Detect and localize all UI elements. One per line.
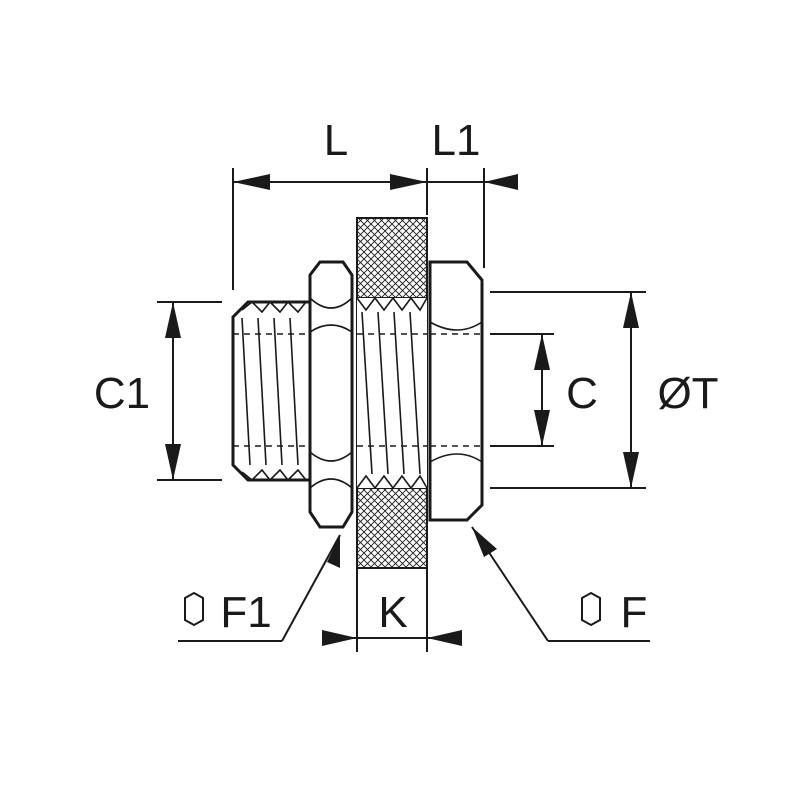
dimension-l: L bbox=[232, 116, 428, 290]
label-c: C bbox=[566, 369, 598, 418]
label-f: F bbox=[621, 588, 648, 637]
dimension-c1: C1 bbox=[94, 301, 222, 481]
label-f1: F1 bbox=[220, 588, 271, 637]
left-threaded-stud bbox=[231, 300, 312, 482]
hex-nut-f bbox=[428, 260, 484, 522]
label-t: ØT bbox=[657, 369, 718, 418]
panel-thread bbox=[356, 296, 428, 490]
label-l1: L1 bbox=[432, 116, 481, 165]
dimension-c: C bbox=[490, 333, 598, 447]
dimension-k: K bbox=[322, 588, 462, 646]
hexagon-icon bbox=[581, 591, 601, 627]
dimension-l1: L1 bbox=[427, 116, 518, 268]
callout-f: F bbox=[471, 526, 650, 642]
hex-f1-body bbox=[308, 260, 354, 529]
label-k: K bbox=[378, 588, 407, 637]
label-l: L bbox=[324, 116, 348, 165]
hexagon-icon bbox=[184, 591, 204, 627]
callout-f1: F1 bbox=[178, 534, 341, 642]
label-c1: C1 bbox=[94, 369, 150, 418]
dimension-t: ØT bbox=[490, 291, 719, 489]
